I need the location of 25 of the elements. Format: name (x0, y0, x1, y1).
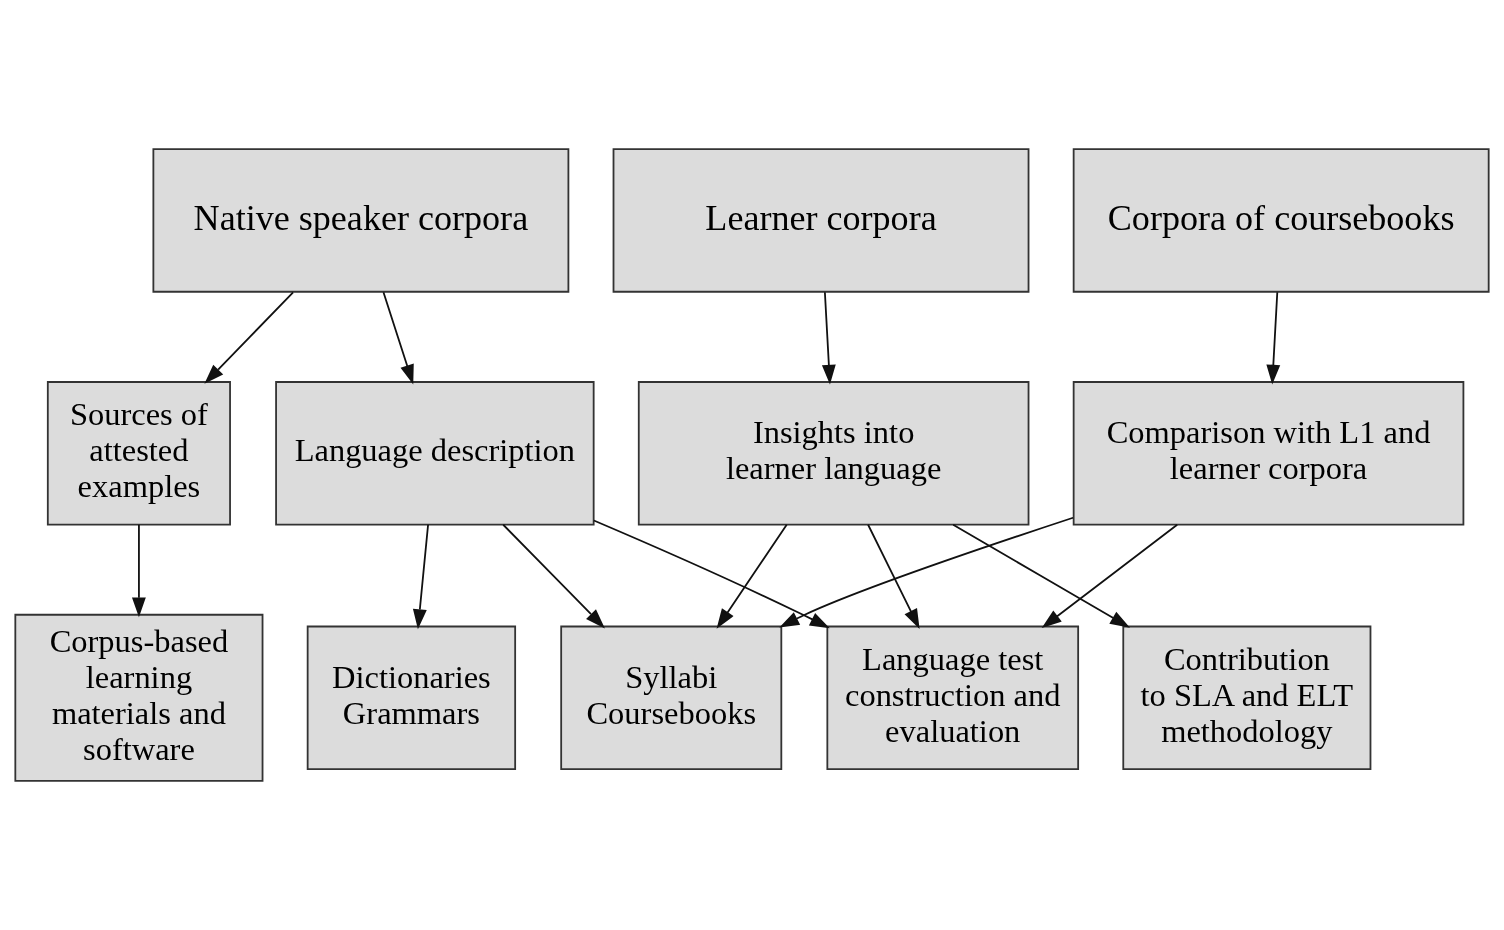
arrow (204, 291, 294, 384)
arrow (1266, 291, 1281, 385)
node-box: Contribution to SLA and ELT methodology (1122, 625, 1372, 770)
node-box: Language test construction and evaluation (826, 625, 1080, 770)
arrow (1041, 523, 1179, 629)
node-box: Language description (275, 381, 595, 526)
node-box: Insights into learner language (637, 381, 1030, 526)
node-box: Syllabi Coursebooks (560, 625, 783, 770)
node-box: Learner corpora (612, 148, 1030, 293)
arrow (382, 291, 414, 385)
node-box: Corpora of coursebooks (1072, 148, 1490, 293)
node-box: Sources of attested examples (46, 381, 231, 526)
arrow (412, 523, 429, 630)
arrow (867, 523, 920, 629)
arrow (502, 523, 605, 629)
node-box: Dictionaries Grammars (306, 625, 517, 770)
arrow (952, 523, 1130, 628)
arrow (132, 523, 146, 618)
arrow (716, 523, 788, 629)
arrow (779, 516, 1074, 628)
node-box: Native speaker corpora (152, 148, 570, 293)
arrow (592, 519, 830, 629)
node-box: Comparison with L1 and learner corpora (1072, 381, 1465, 526)
node-box: Corpus-based learning materials and software (14, 613, 264, 782)
arrow (821, 291, 836, 385)
